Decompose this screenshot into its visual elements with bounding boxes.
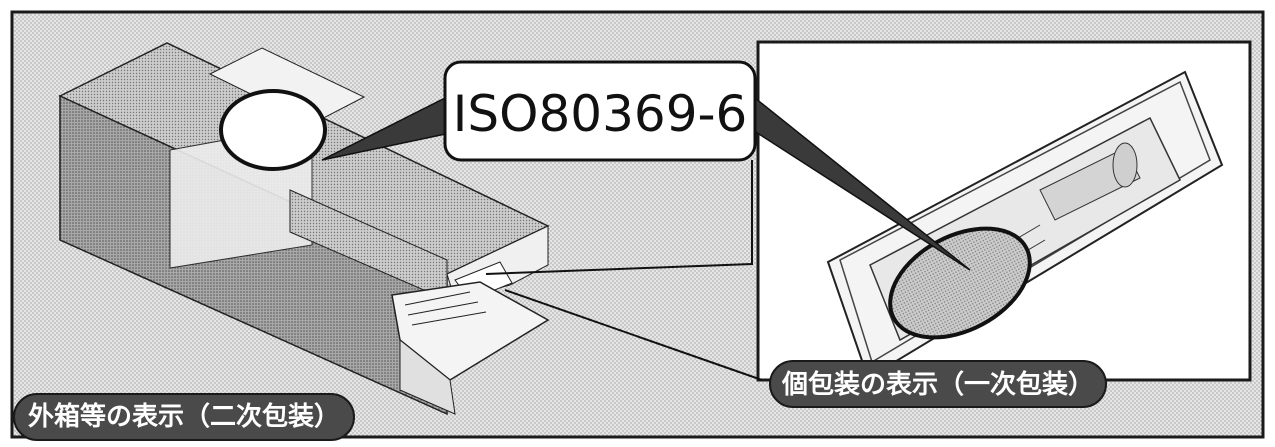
blister-package-illustration [826,70,1224,380]
iso-standard-label: ISO80369-6 [453,85,748,143]
primary-packaging-label: 個包装の表示（一次包装） [781,369,1094,400]
package-marking-ellipse [888,226,1032,340]
connector-line-box [485,160,753,275]
iso-callout-box [443,60,757,162]
outer-box-illustration [58,42,550,416]
connector-line-package [504,289,763,381]
secondary-packaging-label: 外箱等の表示（二次包装） [28,401,340,432]
secondary-label-pill [13,393,355,441]
box-marking-ellipse [219,89,327,171]
primary-label-pill [769,360,1107,408]
